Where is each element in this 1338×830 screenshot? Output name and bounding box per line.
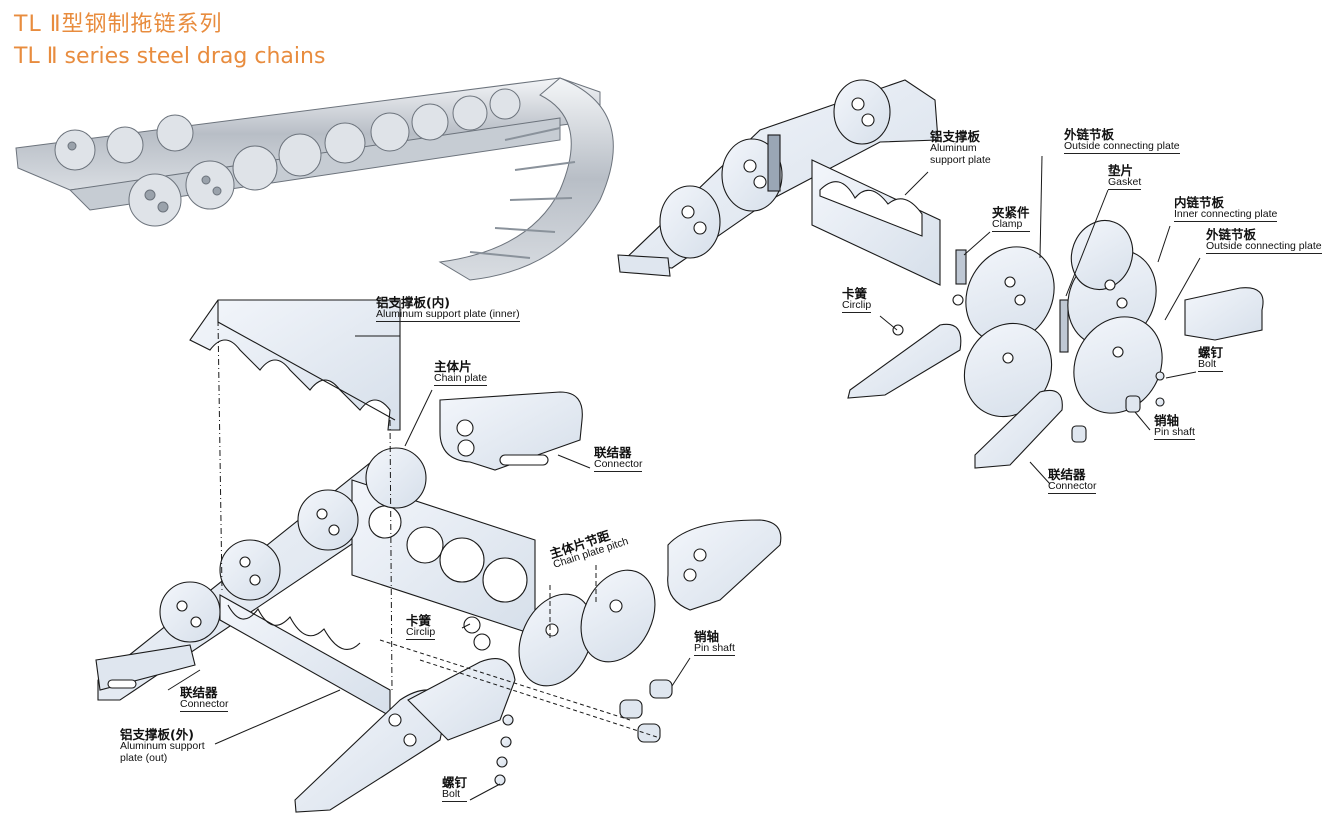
label-aluminum-support-plate: 铝支撑板 Aluminum support plate bbox=[930, 129, 991, 167]
label-inner-connecting-plate: 内链节板 Inner connecting plate bbox=[1174, 196, 1278, 223]
label-clamp: 夹紧件 Clamp bbox=[992, 206, 1030, 233]
title-chinese: TL Ⅱ型钢制拖链系列 bbox=[14, 12, 223, 37]
assembly-bottom bbox=[95, 299, 782, 813]
chain-photo bbox=[15, 77, 614, 281]
label-chain-plate: 主体片 Chain plate bbox=[434, 360, 488, 387]
label-bolt-bottom: 螺钉 Bolt bbox=[442, 776, 468, 803]
label-bolt-top: 螺钉 Bolt bbox=[1198, 346, 1224, 373]
leader-lines-bottom bbox=[167, 319, 691, 801]
label-aluminum-support-plate-inner: 铝支撑板(内) Aluminum support plate (inner) bbox=[376, 296, 520, 323]
label-pin-shaft-top: 销轴 Pin shaft bbox=[1154, 414, 1195, 441]
label-connector-bottom: 联结器 Connector bbox=[180, 686, 229, 713]
label-outside-connecting-plate-2: 外链节板 Outside connecting plate bbox=[1206, 228, 1322, 255]
label-outside-connecting-plate: 外链节板 Outside connecting plate bbox=[1064, 128, 1180, 155]
label-connector-top: 联结器 Connector bbox=[1048, 468, 1097, 495]
title-english: TL Ⅱ series steel drag chains bbox=[14, 44, 326, 69]
leader-lines-top bbox=[879, 155, 1201, 485]
label-circlip-bottom: 卡簧 Circlip bbox=[406, 614, 436, 641]
label-gasket: 垫片 Gasket bbox=[1108, 164, 1142, 191]
exploded-assembly-top bbox=[617, 79, 1264, 469]
label-connector-mid: 联结器 Connector bbox=[594, 446, 643, 473]
label-circlip-top: 卡簧 Circlip bbox=[842, 287, 872, 314]
label-pin-shaft-bottom: 销轴 Pin shaft bbox=[694, 630, 735, 657]
label-aluminum-support-plate-out: 铝支撑板(外) Aluminum support plate (out) bbox=[120, 727, 205, 765]
